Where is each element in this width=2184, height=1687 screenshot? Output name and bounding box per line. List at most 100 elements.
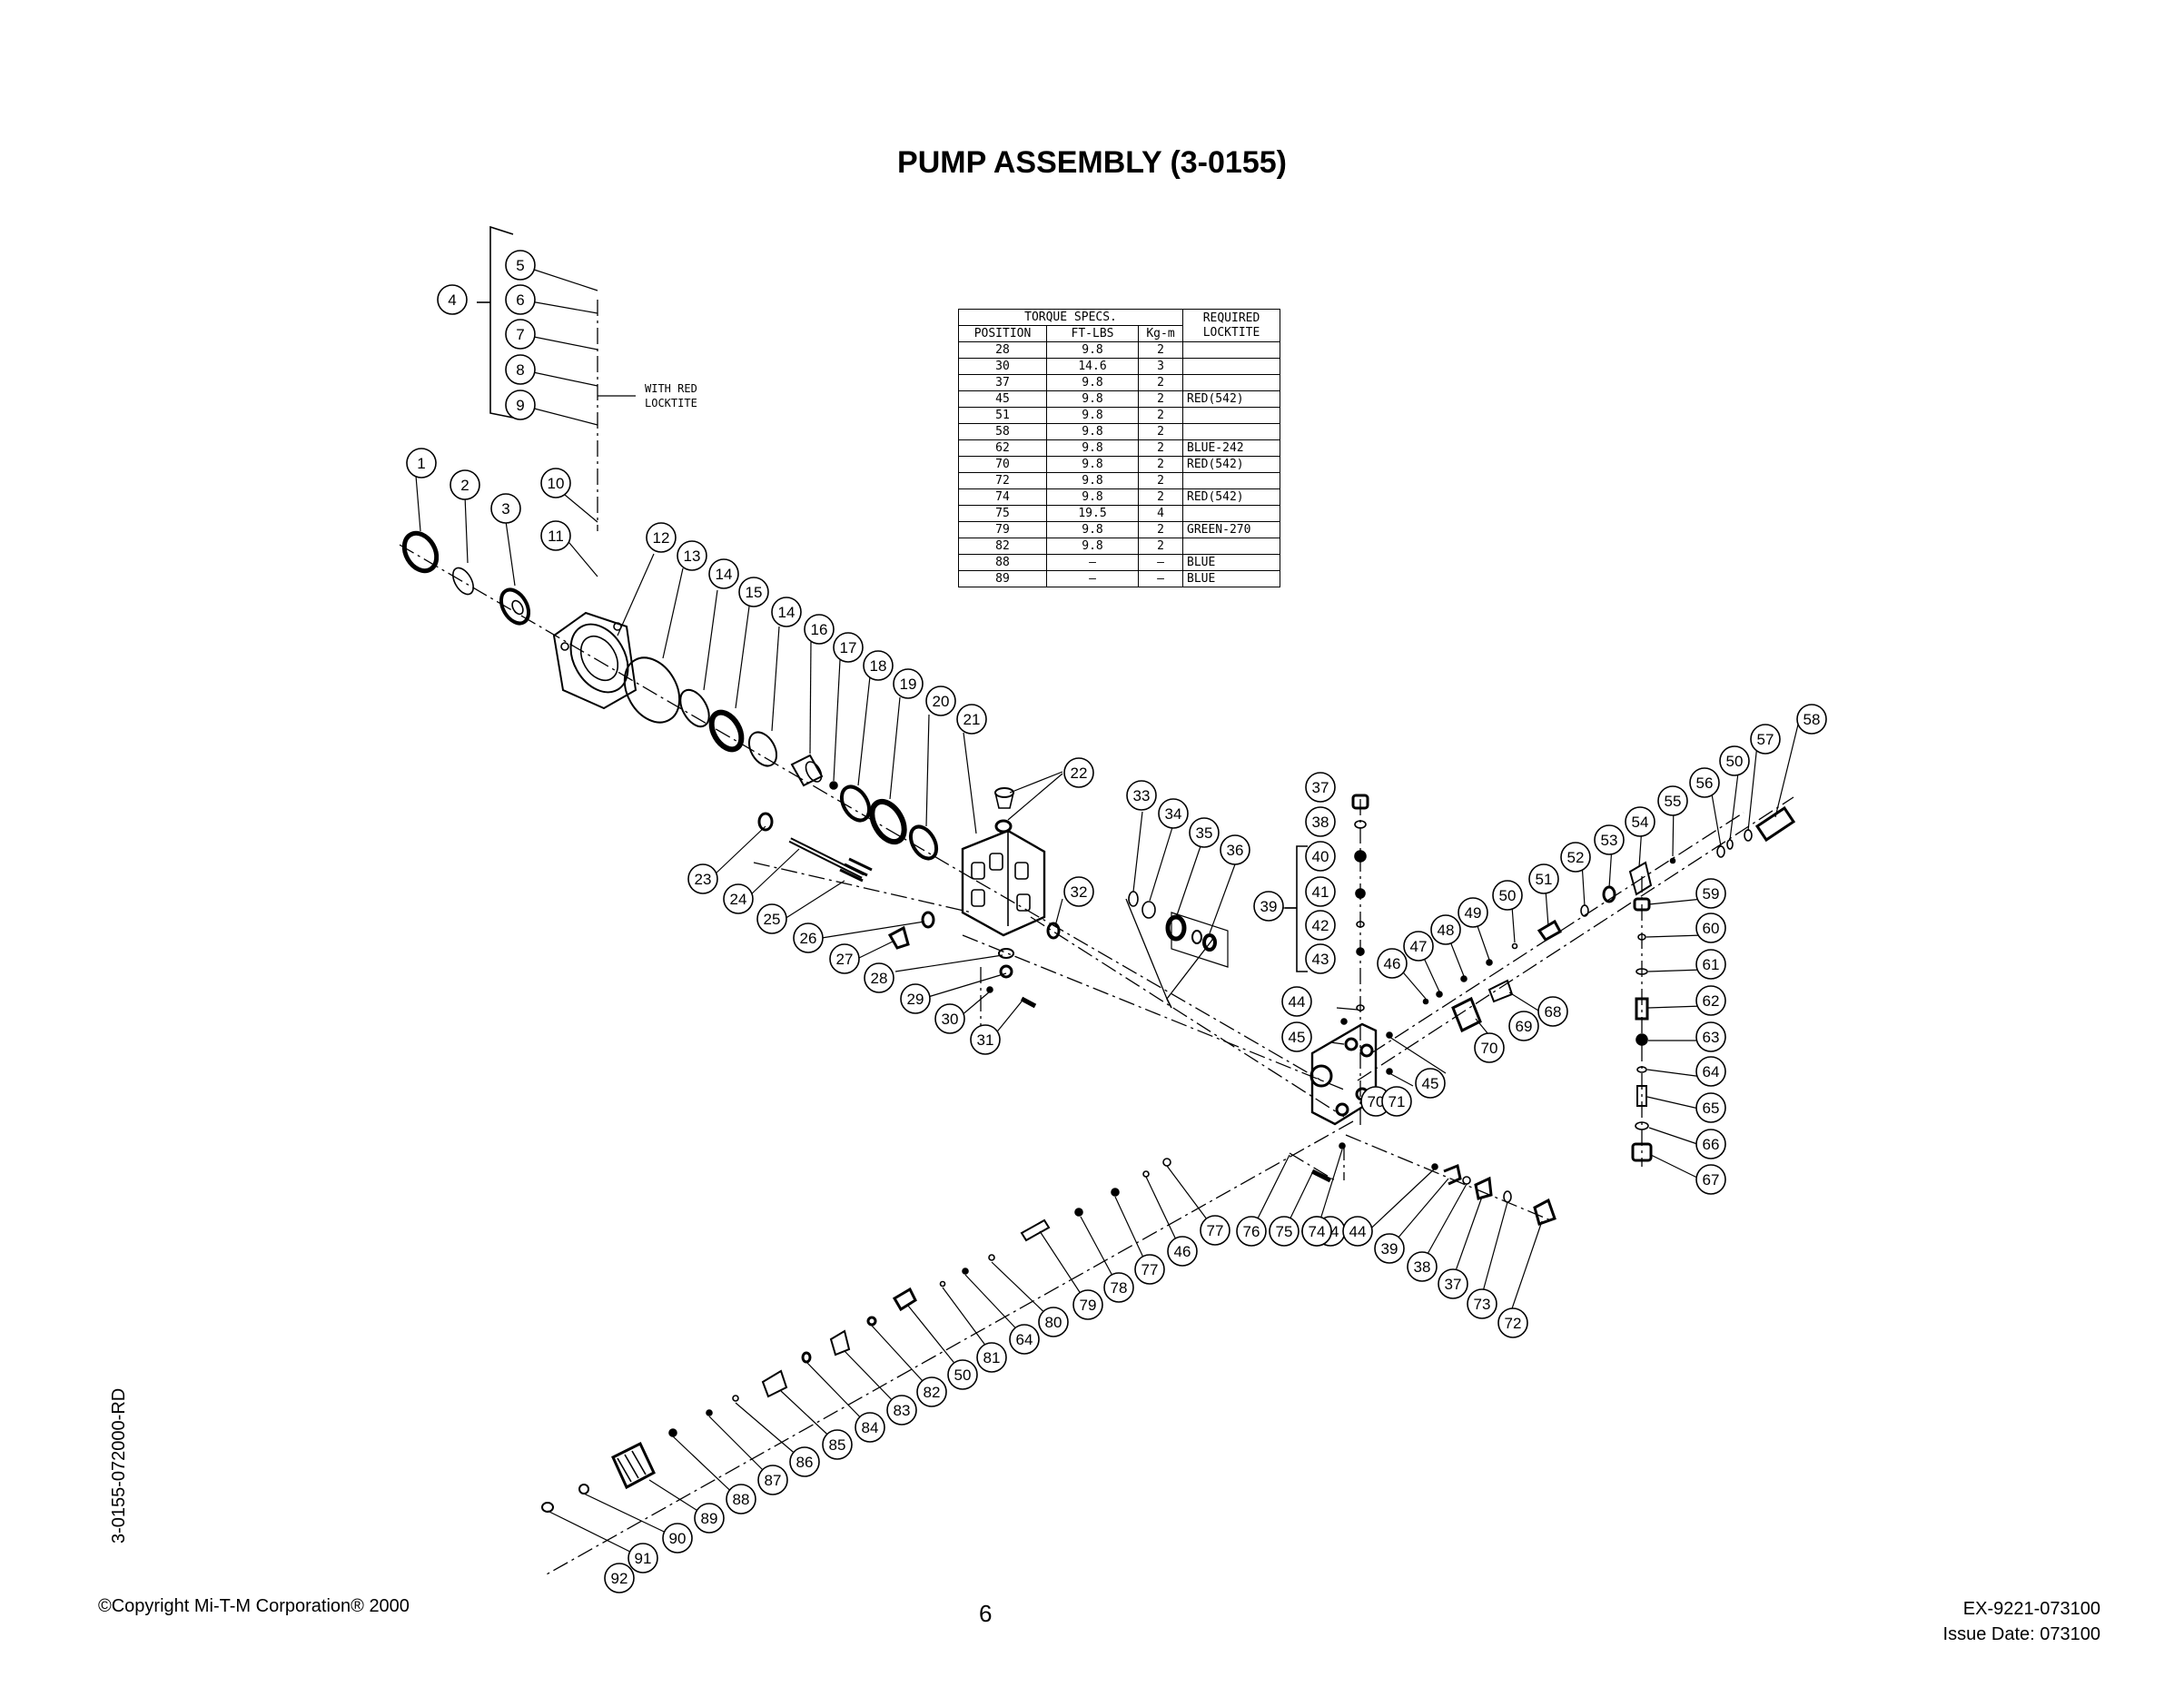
callout-label: 20	[933, 693, 950, 710]
callout-label: 87	[765, 1472, 782, 1489]
torque-kgm: 2	[1138, 472, 1183, 489]
callout-label: 62	[1703, 992, 1720, 1010]
torque-locktite	[1182, 472, 1280, 489]
callout-11: 11	[540, 520, 571, 551]
callout-29: 29	[900, 983, 931, 1014]
torque-ftlbs: 9.8	[1046, 341, 1139, 359]
callout-4: 4	[437, 284, 468, 315]
callout-label: 4	[448, 291, 456, 309]
callout-label: 71	[1388, 1093, 1406, 1110]
callout-8: 8	[505, 354, 536, 385]
callout-49: 49	[1458, 897, 1488, 928]
callout-50: 50	[1492, 880, 1523, 911]
callout-54: 54	[1625, 806, 1655, 837]
callout-label: 28	[871, 970, 888, 987]
torque-kgm: –	[1138, 570, 1183, 587]
torque-kgm: 2	[1138, 423, 1183, 440]
callout-9: 9	[505, 390, 536, 420]
torque-position: 70	[958, 456, 1047, 473]
callout-label: 82	[924, 1384, 941, 1401]
callout-90: 90	[662, 1523, 693, 1554]
callout-label: 36	[1227, 842, 1244, 859]
callout-83: 83	[886, 1395, 917, 1426]
callout-21: 21	[956, 704, 987, 735]
callout-56: 56	[1689, 767, 1720, 798]
callout-50: 50	[947, 1359, 978, 1390]
callout-label: 3	[501, 500, 509, 518]
callout-14: 14	[771, 597, 802, 627]
callout-label: 47	[1410, 938, 1428, 955]
callout-36: 36	[1220, 834, 1250, 865]
drawing-code: 3-0155-072000-RD	[109, 1387, 129, 1544]
torque-kgm: 2	[1138, 521, 1183, 538]
callout-label: 37	[1312, 779, 1329, 796]
callout-label: 54	[1632, 814, 1649, 831]
group-bracket-39	[1296, 845, 1308, 972]
callout-58: 58	[1796, 704, 1827, 735]
part-shapes	[401, 530, 1796, 1513]
callout-label: 90	[669, 1530, 687, 1547]
callout-label: 39	[1260, 898, 1278, 915]
callout-label: 72	[1505, 1315, 1522, 1332]
callout-77: 77	[1200, 1215, 1230, 1246]
callout-label: 10	[548, 475, 565, 492]
torque-kgm: 2	[1138, 341, 1183, 359]
torque-locktite: BLUE	[1182, 554, 1280, 571]
callout-86: 86	[789, 1446, 820, 1477]
callout-label: 26	[800, 930, 817, 947]
callout-80: 80	[1038, 1307, 1069, 1337]
callout-label: 76	[1243, 1223, 1260, 1240]
callout-38: 38	[1305, 806, 1336, 837]
callout-89: 89	[694, 1503, 725, 1534]
callout-44: 44	[1342, 1216, 1373, 1247]
callout-60: 60	[1695, 913, 1726, 943]
note-line-2: LOCKTITE	[645, 397, 697, 409]
callout-61: 61	[1695, 949, 1726, 980]
callout-label: 70	[1368, 1093, 1385, 1110]
callout-label: 19	[900, 676, 917, 693]
torque-locktite	[1182, 407, 1280, 424]
callout-label: 66	[1703, 1136, 1720, 1153]
callout-55: 55	[1657, 785, 1688, 816]
callout-label: 31	[977, 1031, 994, 1049]
kgm-header: Kg-m	[1138, 325, 1183, 342]
callout-15: 15	[738, 577, 769, 607]
callout-label: 67	[1703, 1171, 1720, 1189]
torque-ftlbs: 9.8	[1046, 407, 1139, 424]
callout-label: 59	[1703, 885, 1720, 903]
torque-row: 89––BLUE	[958, 570, 1280, 587]
callout-27: 27	[829, 943, 860, 974]
torque-locktite: RED(542)	[1182, 456, 1280, 473]
torque-locktite: BLUE	[1182, 570, 1280, 587]
callout-77: 77	[1134, 1254, 1165, 1285]
callout-26: 26	[793, 922, 824, 953]
callout-67: 67	[1695, 1164, 1726, 1195]
callout-label: 75	[1276, 1223, 1293, 1240]
page-title: PUMP ASSEMBLY (3-0155)	[897, 145, 1287, 180]
torque-position: 89	[958, 570, 1047, 587]
callout-39: 39	[1253, 891, 1284, 922]
callout-37: 37	[1305, 772, 1336, 803]
callout-label: 44	[1289, 993, 1306, 1011]
callout-label: 45	[1289, 1029, 1306, 1046]
callout-label: 61	[1703, 956, 1720, 973]
callout-label: 52	[1567, 849, 1585, 866]
callout-81: 81	[976, 1342, 1007, 1373]
callout-57: 57	[1750, 724, 1781, 755]
callout-20: 20	[925, 686, 956, 716]
callout-label: 12	[653, 529, 670, 547]
callout-label: 64	[1703, 1063, 1720, 1080]
callout-label: 60	[1703, 920, 1720, 937]
torque-ftlbs: 9.8	[1046, 439, 1139, 457]
callout-label: 22	[1071, 765, 1088, 782]
callout-label: 56	[1696, 774, 1714, 792]
callout-label: 85	[829, 1436, 846, 1454]
torque-position: 79	[958, 521, 1047, 538]
torque-ftlbs: 9.8	[1046, 390, 1139, 408]
callout-78: 78	[1103, 1272, 1134, 1303]
callout-label: 73	[1474, 1296, 1491, 1313]
